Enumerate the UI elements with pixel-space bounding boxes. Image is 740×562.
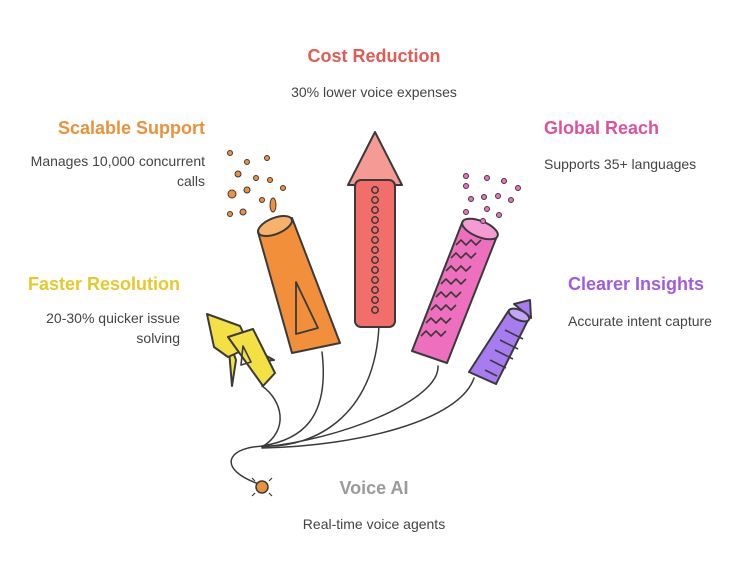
benefit-cost-reduction: Cost Reduction [274,46,474,67]
source-title: Voice AI [339,478,409,498]
benefit-scalable-support-description: Manages 10,000 concurrent calls [5,151,205,191]
fuse-lines [230,324,475,486]
benefit-scalable-support-description-line-1: Manages 10,000 concurrent [30,153,205,169]
benefit-scalable-support-description-line-2: calls [176,173,205,189]
benefit-global-reach-title: Global Reach [544,118,660,138]
rocket-clearer-insights-icon [468,299,532,385]
benefit-clearer-insights: Clearer Insights [568,274,704,295]
benefit-faster-resolution-description: 20-30% quicker issue solving [0,308,180,348]
rocket-global-reach-icon [411,217,499,364]
benefit-faster-resolution: Faster Resolution [0,274,180,295]
source-description: Real-time voice agents [302,516,446,532]
benefit-scalable-support: Scalable Support [10,118,205,139]
benefit-faster-resolution-description-line-1: 20-30% quicker issue [46,310,180,326]
benefit-global-reach: Global Reach [544,118,659,139]
benefit-faster-resolution-description-line-2: solving [136,330,180,346]
source-voice-ai: Voice AI [274,478,474,499]
benefit-clearer-insights-title: Clearer Insights [568,274,705,294]
benefit-faster-resolution-title: Faster Resolution [27,274,180,294]
benefit-cost-reduction-title: Cost Reduction [307,46,441,66]
rocket-faster-resolution-icon [206,313,276,387]
rocket-scalable-support-icon [257,214,341,354]
benefit-clearer-insights-description: Accurate intent capture [568,313,712,329]
benefit-global-reach-description: Supports 35+ languages [544,156,697,172]
benefit-cost-reduction-description: 30% lower voice expenses [291,84,457,100]
rocket-cost-reduction-icon [347,131,403,328]
sparks-scalable-support-icon [227,150,286,217]
sparks-global-reach-icon [463,173,521,224]
benefit-scalable-support-title: Scalable Support [57,118,205,138]
fuse-spark-icon [251,477,273,497]
